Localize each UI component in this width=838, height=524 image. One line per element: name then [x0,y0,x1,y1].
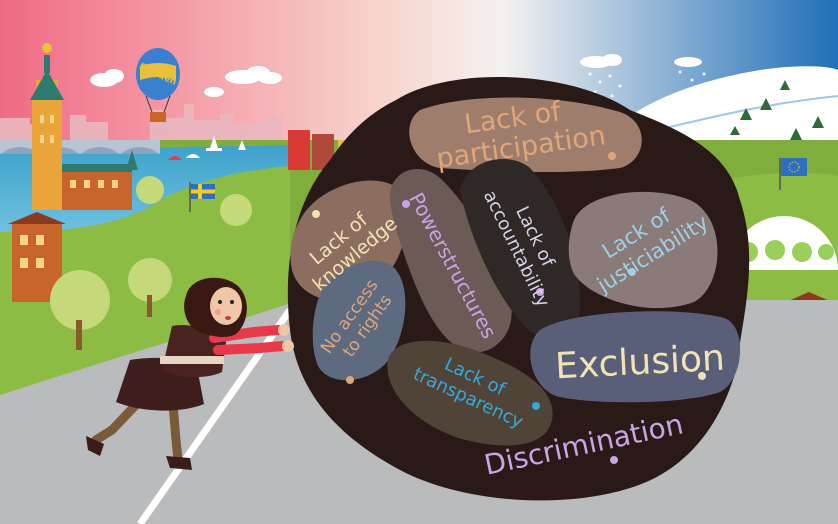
blob-access [312,260,406,381]
blob-participation [409,97,642,173]
clouds [90,54,702,97]
sailboats [206,136,246,151]
blob-powerstructures [389,169,512,353]
hot-air-balloon: Sweden [136,48,180,122]
left-building [8,212,66,302]
swedish-flag [189,182,215,212]
pine-trees [730,80,824,140]
snowfall [588,70,706,98]
blob-justiciability [568,191,718,309]
city-hall [30,43,138,210]
label-dots [312,152,706,464]
blob-exclusion [530,311,741,403]
blob-transparency [387,340,553,446]
blob-accountability [460,159,581,339]
left-trees [50,176,252,350]
eu-flag [779,158,807,190]
beach-umbrellas [168,154,200,160]
white-dome [730,216,838,270]
label-exclusion: Exclusion [554,338,726,388]
woman-pushing [86,277,294,470]
